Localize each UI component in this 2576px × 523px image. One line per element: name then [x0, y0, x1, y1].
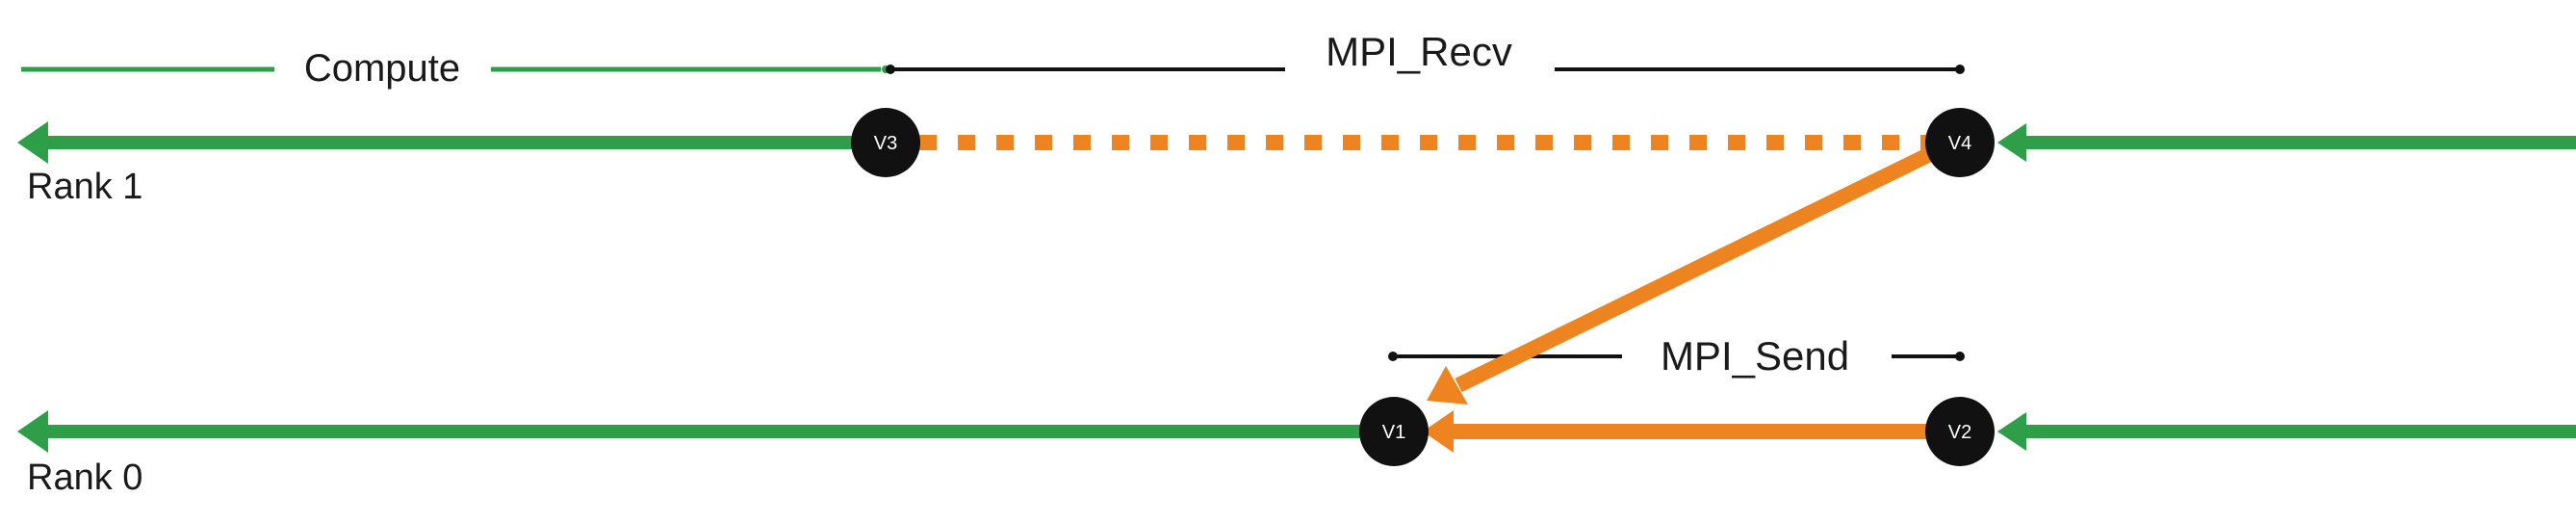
mpi-recv-span-start-dot	[886, 65, 895, 74]
rank1-green-left-arrowhead	[17, 121, 48, 164]
rank0-timeline: Rank 0	[17, 410, 2576, 498]
mpi-recv-span: MPI_Recv	[886, 29, 1965, 74]
send-arrow-v2-to-v1-head	[1423, 410, 1454, 453]
mpi-send-span: MPI_Send	[1388, 333, 1965, 379]
mpi-send-span-start-dot	[1388, 352, 1398, 361]
node-v4-circle	[1925, 108, 1995, 177]
node-v1-circle	[1359, 397, 1429, 466]
rank1-label: Rank 1	[27, 167, 142, 207]
compute-label: Compute	[304, 47, 460, 90]
node-v1-label: V1	[1382, 422, 1405, 443]
node-v2-label: V2	[1948, 422, 1971, 443]
node-v4: V4	[1925, 108, 1995, 177]
mpi-send-label: MPI_Send	[1661, 333, 1849, 379]
mpi-recv-label: MPI_Recv	[1326, 29, 1512, 74]
message-arrow-v4-to-v1	[1427, 146, 1934, 405]
rank0-green-left-arrowhead	[17, 410, 48, 453]
mpi-send-span-end-dot	[1955, 352, 1965, 361]
rank0-label: Rank 0	[27, 458, 142, 498]
node-v2-circle	[1925, 397, 1995, 466]
node-v3: V3	[851, 108, 920, 177]
mpi-recv-span-end-dot	[1955, 65, 1965, 74]
compute-span: Compute	[21, 47, 889, 90]
rank1-green-right-arrowhead	[1997, 123, 2026, 162]
node-v2: V2	[1925, 397, 1995, 466]
message-arrow-head	[1427, 366, 1468, 405]
node-v3-circle	[851, 108, 920, 177]
rank1-timeline: Rank 1	[17, 121, 2576, 207]
node-v1: V1	[1359, 397, 1429, 466]
rank0-green-right-arrowhead	[1997, 412, 2026, 451]
node-v4-label: V4	[1948, 133, 1971, 154]
node-v3-label: V3	[874, 133, 897, 154]
message-arrow-line	[1455, 146, 1934, 393]
